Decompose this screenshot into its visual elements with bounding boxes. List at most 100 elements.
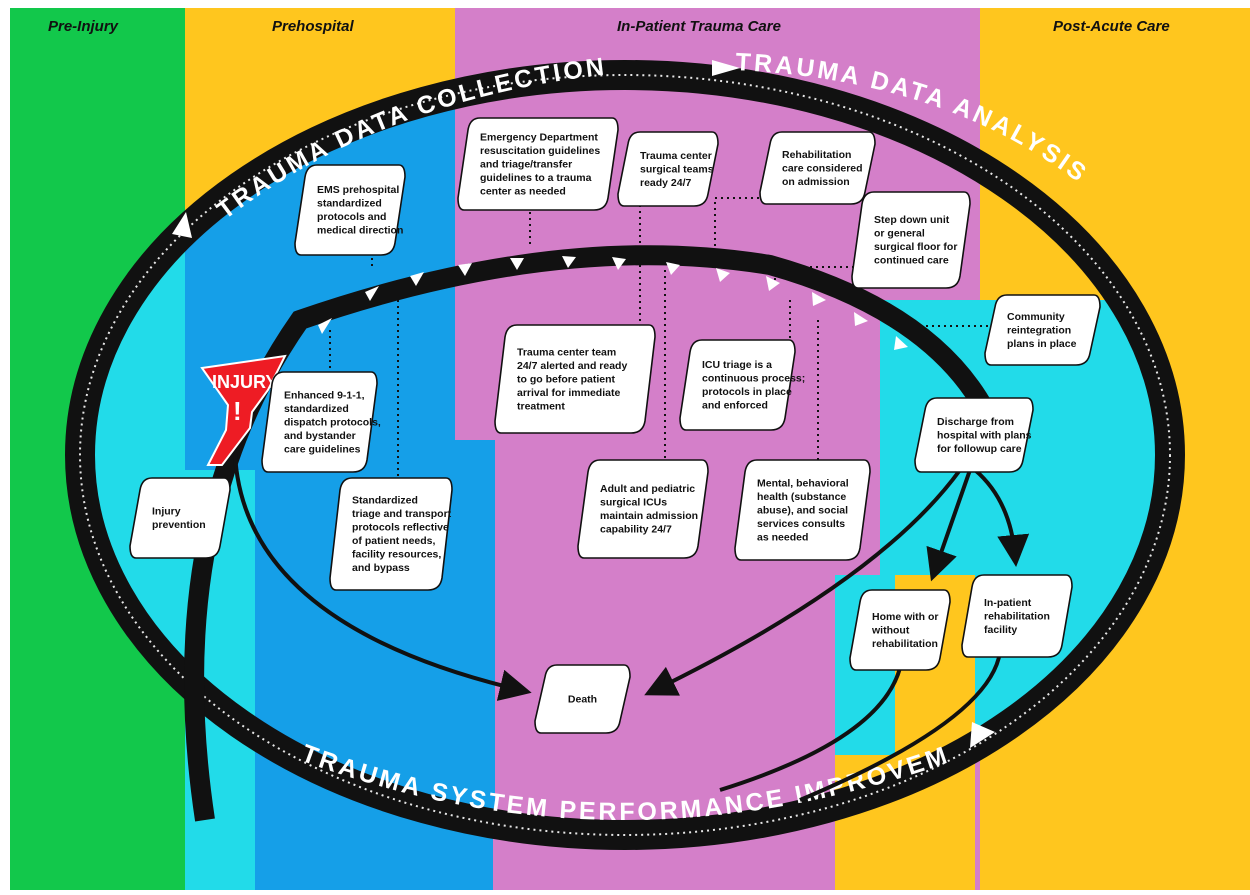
box-shape [129,477,231,559]
box-text-line: reintegration [1007,324,1071,336]
box-text-line: or general [874,228,925,240]
box-shape [679,339,796,431]
box-shape [617,131,719,207]
box-text-line: care considered [782,162,863,174]
box-text-line: for followup care [937,443,1022,455]
ring-arrow-right [970,722,995,748]
box-shape [329,477,453,591]
box-text-line: abuse), and social [757,504,848,516]
box-shape [294,164,406,256]
phase-title-inpatient: In-Patient Trauma Care [617,18,781,35]
ring-arrow-top [712,60,740,76]
box-text-line: treatment [517,400,565,412]
box-text-line: without [871,624,910,636]
box-text-line: Emergency Department [480,131,598,143]
phase-title-pre-injury: Pre-Injury [48,18,119,35]
box-text-line: and triage/transfer [480,158,572,170]
box-text-line: In-patient [984,597,1032,609]
box-text-line: protocols and [317,211,386,223]
box-shape [851,191,971,289]
box-text-line: standardized [284,403,349,415]
box-shape [577,459,709,559]
box-text-line: health (substance [757,491,846,503]
ring-arrow-collection [172,212,192,238]
box-text-line: triage and transport [352,508,452,520]
box-text-line: and bypass [352,562,410,574]
box-text-line: Home with or [872,611,939,623]
box-text-line: 24/7 alerted and ready [517,360,627,372]
box-text-line: surgical ICUs [600,497,667,509]
box-text-line: standardized [317,198,382,210]
injury-badge: INJURY ! [200,354,287,466]
box-shape [734,459,871,561]
box-text-line: on admission [782,176,850,188]
box-text-line: Rehabilitation [782,149,851,161]
box-shape [961,574,1073,658]
box-text-line: Adult and pediatric [600,483,695,495]
injury-bolt-icon [200,354,287,466]
patient-flow-arc [184,245,994,822]
box-text-line: maintain admission [600,510,698,522]
box-shape [984,294,1101,366]
box-text-line: Death [568,693,597,705]
box-text-line: Step down unit [874,214,950,226]
box-text-line: hospital with plans [937,429,1032,441]
box-adult-pediatric: Adult and pediatric surgical ICUsmaintain… [577,459,709,559]
box-text-line: ICU triage is a [702,359,772,371]
box-text-line: medical direction [317,225,403,237]
box-text-line: dispatch protocols, [284,416,381,428]
box-text-line: surgical teams [640,163,714,175]
box-text-line: ready 24/7 [640,177,692,189]
flow-arc-chevrons [318,256,908,350]
box-text-line: to go before patient [517,373,616,385]
box-text-line: center as needed [480,185,566,197]
box-text-line: of patient needs, [352,535,436,547]
box-text-line: prevention [152,519,206,531]
box-text-line: guidelines to a trauma [480,172,592,184]
phase-title-prehospital: Prehospital [272,18,355,35]
box-shape [494,324,656,434]
box-text-line: Enhanced 9-1-1, [284,389,365,401]
injury-label: INJURY [212,372,277,392]
box-text-line: and bystander [284,430,356,442]
box-text-line: Injury [152,506,181,518]
box-shape [534,664,631,734]
injury-exclamation: ! [233,396,242,426]
box-text-line: as needed [757,531,808,543]
outer-ring-dotted [79,74,1171,836]
box-text-line: and enforced [702,400,768,412]
box-text-line: continuous process; [702,373,805,385]
box-shape [457,117,619,211]
box-text-line: Community [1007,311,1065,323]
box-shape [759,131,876,205]
box-text-line: services consults [757,518,845,530]
box-text-line: facility resources, [352,549,441,561]
box-text-line: rehabilitation [984,610,1050,622]
box-text-line: care guidelines [284,443,361,455]
box-text-line: surgical floor for [874,241,957,253]
box-text-line: rehabilitation [872,638,938,650]
box-death: Death [534,664,631,734]
flow-arrows [232,429,1030,802]
box-text-line: continued care [874,255,949,267]
phase-title-post-acute: Post-Acute Care [1053,18,1170,35]
box-shape [849,589,951,671]
box-text-line: Trauma center [640,150,712,162]
box-text-line: Discharge from [937,416,1014,428]
